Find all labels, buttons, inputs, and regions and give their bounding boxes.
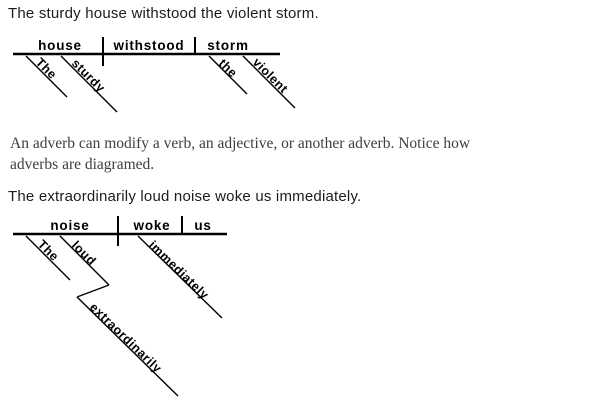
example-sentence-1: The sturdy house withstood the violent s… <box>8 5 319 22</box>
diagram2-modifier-word-immediately: immediately <box>146 238 212 302</box>
diagram2-verb-word: woke <box>133 218 171 233</box>
explanation-paragraph: An adverb can modify a verb, an adjectiv… <box>10 133 470 175</box>
sentence-diagram-2: noise woke us The loud extraordinarily i… <box>13 216 227 397</box>
diagram2-modifier-slant-extraordinarily <box>76 296 179 397</box>
diagram2-modifier-word-the: The <box>35 237 62 264</box>
diagram1-modifier-word-the2: the <box>216 56 240 80</box>
diagram1-subject-word: house <box>38 38 82 53</box>
diagram1-modifier-word-the: The <box>33 55 60 82</box>
diagram2-modifier-slant-loud <box>59 235 110 286</box>
diagram2-modifier-slant-the <box>25 235 71 281</box>
diagram1-modifier-slant-sturdy <box>60 55 118 113</box>
diagram2-modifier-word-loud: loud <box>69 238 99 268</box>
explanation-line-1: An adverb can modify a verb, an adjectiv… <box>10 135 471 152</box>
diagram1-verb-word: withstood <box>113 38 185 53</box>
sentence-diagram-1: house withstood storm The sturdy the vio… <box>13 37 296 113</box>
example-sentence-2: The extraordinarily loud noise woke us i… <box>8 188 362 205</box>
diagram1-modifier-word-violent: violent <box>250 55 291 96</box>
diagram2-modifier-word-extraordinarily: extraordinarily <box>87 300 165 376</box>
diagram2-adverb-connector <box>76 284 110 298</box>
diagram1-modifier-slant-the <box>25 55 68 98</box>
explanation-line-2: adverbs are diagramed. <box>10 156 155 173</box>
diagram2-modifier-slant-immediately <box>137 235 223 319</box>
diagram2-subject-word: noise <box>50 218 89 233</box>
diagram1-object-word: storm <box>207 38 249 53</box>
diagram1-modifier-slant-the2 <box>208 55 248 95</box>
diagram1-modifier-slant-violent <box>242 55 296 109</box>
diagram2-object-word: us <box>194 218 211 233</box>
